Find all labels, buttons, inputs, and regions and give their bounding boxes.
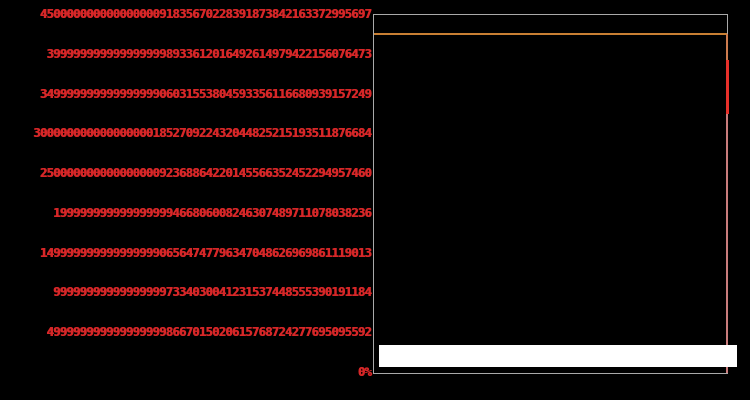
y-tick-label-35pct: 3499999999999999990603155380459335611668… (39, 86, 372, 101)
right-edge-red-segment (726, 60, 729, 114)
y-tick-label-20pct: 1999999999999999994668060082463074897110… (53, 205, 372, 220)
y-tick-label-40pct: 3999999999999999998933612016492614979422… (46, 46, 371, 61)
y-axis-tick-labels: 4500000000000000009183567022839187384216… (0, 7, 371, 379)
y-tick-label-25pct: 2500000000000000009236886422014556635245… (39, 166, 372, 181)
y-tick-label-0pct: 0% (357, 364, 372, 379)
right-edge-pink-segment (726, 114, 728, 373)
y-tick-label-15pct: 1499999999999999990656474779634704862696… (39, 245, 372, 260)
y-tick-label-5pct: 4999999999999999998667015020615768724277… (46, 325, 371, 340)
right-edge-salmon-segment (726, 34, 728, 60)
plot-area (373, 14, 737, 374)
y-tick-label-10pct: 9999999999999999973340300412315374485553… (53, 285, 372, 300)
white-bar (379, 345, 737, 367)
orange-threshold-line (374, 33, 727, 35)
y-tick-label-45pct: 4500000000000000009183567022839187384216… (39, 7, 372, 21)
y-tick-label-30pct: 3000000000000000001852709224320448252151… (33, 126, 371, 141)
